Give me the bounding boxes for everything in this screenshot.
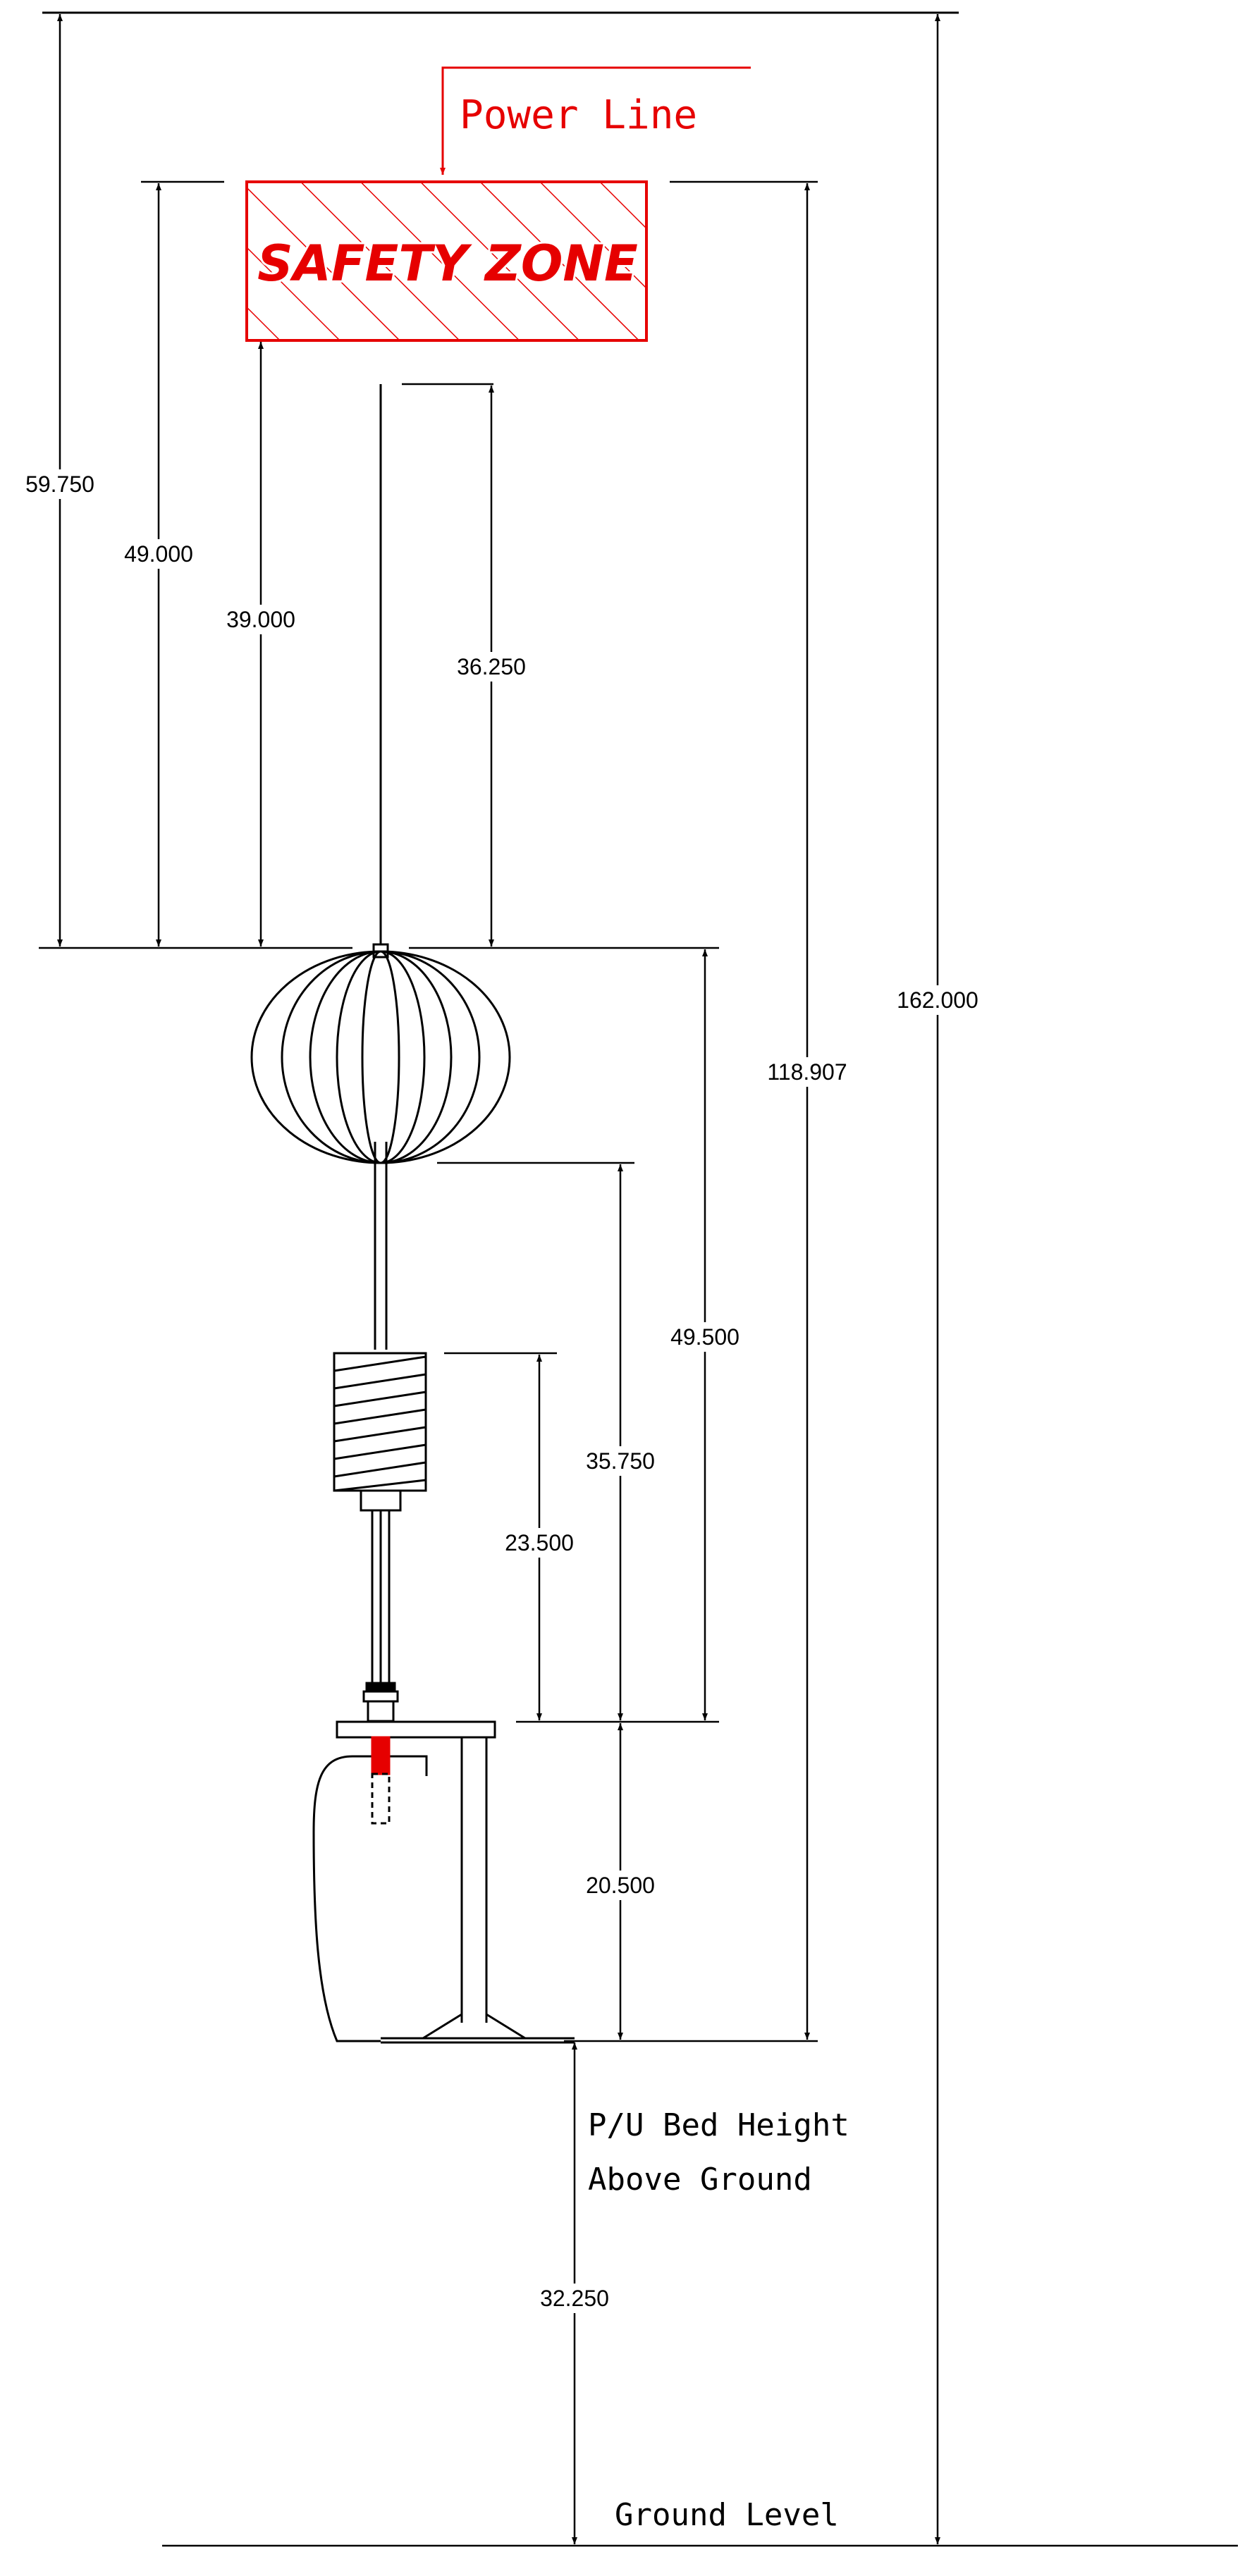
corona-ring-icon xyxy=(250,950,511,1164)
dim-118-907: 118.907 xyxy=(767,1059,847,1085)
text-labels: P/U Bed Height Above Ground Ground Level xyxy=(588,2107,849,2533)
safety-zone-label: SAFETY ZONE xyxy=(257,235,638,292)
dim-39-000: 39.000 xyxy=(226,607,295,632)
dim-162-000: 162.000 xyxy=(897,987,978,1013)
dimension-values: 59.750 49.000 39.000 36.250 118.907 162.… xyxy=(13,469,992,2313)
extension-lines xyxy=(39,180,1238,2547)
pole xyxy=(372,384,389,1350)
power-line-arrow-icon xyxy=(440,66,751,175)
dim-23-500: 23.500 xyxy=(505,1530,574,1555)
dim-49-500: 49.500 xyxy=(670,1324,739,1350)
insulator-icon xyxy=(333,1352,427,1512)
ground-level-label: Ground Level xyxy=(615,2497,839,2533)
mast xyxy=(362,1509,399,1723)
dim-36-250: 36.250 xyxy=(457,654,526,679)
pickup-bed-mount-icon xyxy=(312,1720,575,2044)
bed-height-label-line1: P/U Bed Height xyxy=(588,2107,849,2143)
bed-height-label-line2: Above Ground xyxy=(588,2162,812,2198)
dim-20-500: 20.500 xyxy=(586,1873,655,1898)
dim-59-750: 59.750 xyxy=(25,472,94,497)
safety-zone: SAFETY ZONE xyxy=(245,180,648,342)
dim-35-750: 35.750 xyxy=(586,1448,655,1474)
dim-32-250: 32.250 xyxy=(540,2286,609,2311)
power-line-label: Power Line xyxy=(460,92,697,138)
dim-49-000: 49.000 xyxy=(124,541,193,567)
power-line-indicator: Power Line xyxy=(440,66,751,175)
